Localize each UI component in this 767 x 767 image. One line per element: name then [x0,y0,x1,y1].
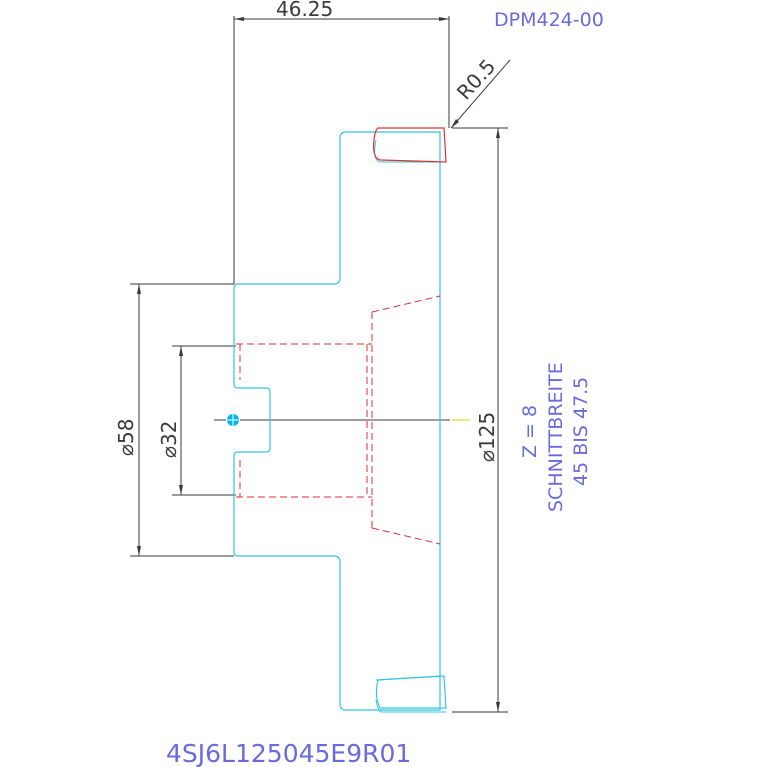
dimension-length [233,16,450,284]
center-marker [226,413,240,427]
dimension-outer-diameter-label: ⌀125 [475,412,499,462]
dimension-radius [450,59,511,129]
note-cut-width-label: SCHNITTBREITE [545,362,567,512]
dimension-outer-diameter [452,127,508,713]
tooth-top-outline [374,139,442,163]
dimension-bore-diameter-label: ⌀32 [157,421,181,459]
tooth-top-tip [373,127,447,163]
hidden-lines [236,295,441,545]
part-profile [233,131,441,711]
note-cut-width-range: 45 BIS 47.5 [570,377,592,486]
dimension-bore-diameter [172,345,236,496]
part-number: 4SJ6L125045E9R01 [166,739,411,767]
drawing-number: DPM424-00 [494,9,604,31]
tooth-bottom-outline [375,675,446,713]
dimension-hub-diameter-label: ⌀58 [114,419,138,457]
dimension-length-label: 46.25 [276,0,333,21]
note-teeth: Z = 8 [519,405,541,458]
tooth-bottom-tip [375,675,447,709]
dimension-hub-diameter [130,283,234,557]
